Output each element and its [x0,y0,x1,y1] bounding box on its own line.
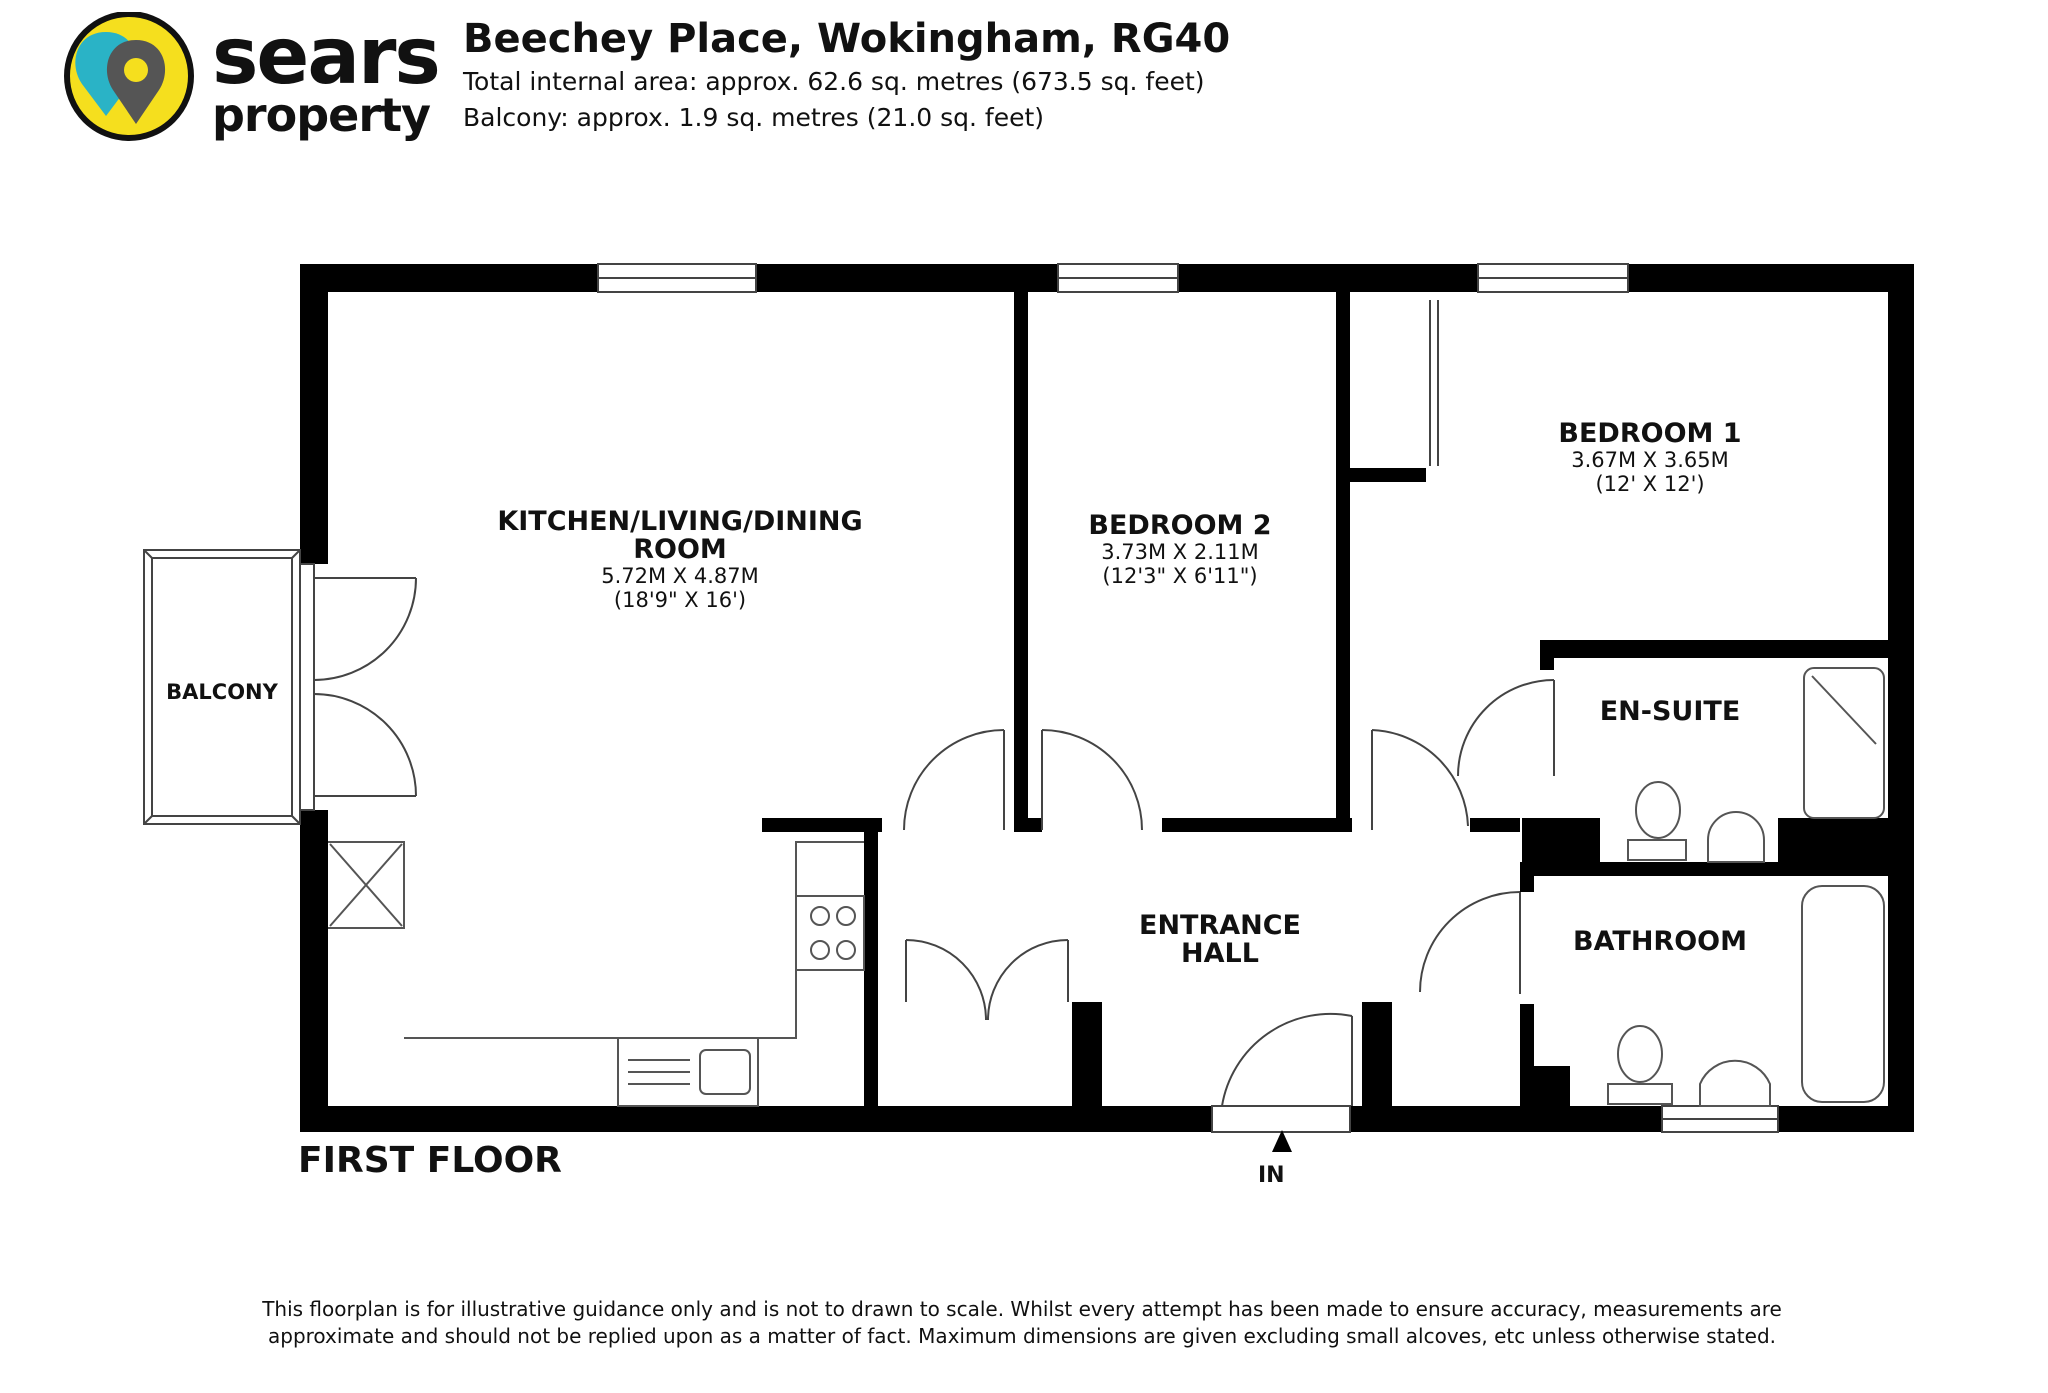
room-balcony: BALCONY [152,678,292,706]
entrance-arrow-icon [1272,1130,1292,1152]
room-dimensions-metric: 5.72M X 4.87M [601,564,759,588]
room-name: HALL [1181,938,1259,969]
room-name: BALCONY [166,680,278,704]
room-dimensions-imperial: (12' X 12') [1595,472,1705,496]
room-name: BEDROOM 1 [1558,418,1742,449]
room-name: BEDROOM 2 [1088,510,1272,541]
property-header: Beechey Place, Wokingham, RG40 Total int… [463,14,1230,136]
property-address: Beechey Place, Wokingham, RG40 [463,16,1231,62]
windows [597,263,1779,1133]
brand-name-property: property [212,88,431,142]
balcony-area: Balcony: approx. 1.9 sq. metres (21.0 sq… [463,103,1045,132]
sears-property-logo [64,12,194,141]
room-dimensions-metric: 3.67M X 3.65M [1571,448,1729,472]
room-kitchen-living-dining: KITCHEN/LIVING/DINING ROOM 5.72M X 4.87M… [440,506,920,613]
room-name: KITCHEN/LIVING/DINING [497,506,863,537]
floor-label: FIRST FLOOR [298,1140,562,1181]
room-bathroom: BATHROOM [1560,928,1760,956]
brand-name-sears: sears [212,12,441,102]
disclaimer: This floorplan is for illustrative guida… [262,1296,1782,1350]
kitchen-fittings [328,841,865,1107]
internal-walls [762,292,1888,1108]
room-en-suite: EN-SUITE [1570,698,1770,726]
disclaimer-line: approximate and should not be replied up… [268,1324,1776,1348]
external-walls [300,264,1914,1132]
doors [313,300,1555,1133]
room-dimensions-metric: 3.73M X 2.11M [1101,540,1259,564]
disclaimer-line: This floorplan is for illustrative guida… [262,1297,1782,1321]
room-bedroom-1: BEDROOM 1 3.67M X 3.65M (12' X 12') [1530,418,1770,497]
brand-wordmark: sears property [212,12,441,142]
entrance-label: IN [1258,1163,1285,1188]
room-name: ENTRANCE [1139,910,1301,941]
total-area: Total internal area: approx. 62.6 sq. me… [463,67,1205,96]
room-entrance-hall: ENTRANCE HALL [1110,912,1330,968]
pin-hole [124,58,148,82]
room-name: EN-SUITE [1599,696,1741,727]
room-dimensions-imperial: (18'9" X 16') [613,588,747,612]
room-name: ROOM [633,534,727,565]
room-dimensions-imperial: (12'3" X 6'11") [1102,564,1258,588]
room-name: BATHROOM [1573,926,1747,957]
balcony [143,549,315,825]
bathroom-fittings [1607,667,1885,1107]
room-bedroom-2: BEDROOM 2 3.73M X 2.11M (12'3" X 6'11") [1060,510,1300,589]
